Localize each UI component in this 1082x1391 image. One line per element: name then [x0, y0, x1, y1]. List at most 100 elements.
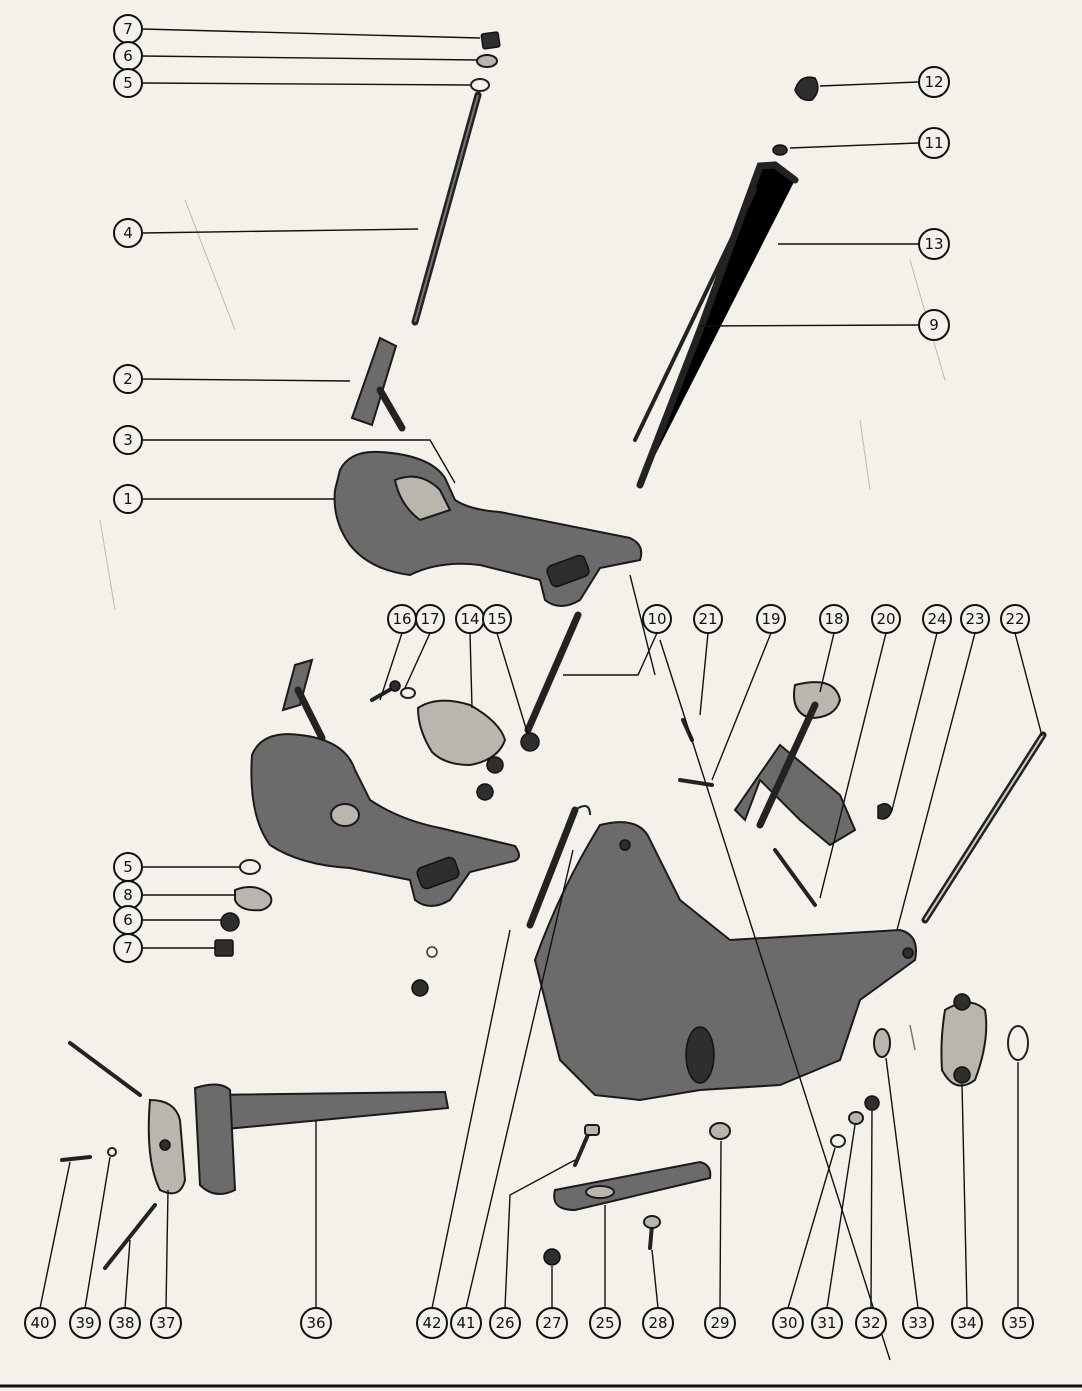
part-16-screw	[370, 680, 401, 702]
callout-13: 13	[918, 228, 950, 260]
part-6-washer-top	[476, 54, 498, 68]
svg-text:26: 26	[495, 1314, 514, 1332]
svg-text:21: 21	[698, 610, 717, 628]
svg-text:40: 40	[30, 1314, 49, 1332]
callout-19: 19	[756, 604, 786, 634]
callout-24: 24	[922, 604, 952, 634]
svg-text:15: 15	[487, 610, 506, 628]
callout-4: 4	[113, 218, 143, 248]
svg-text:7: 7	[123, 20, 133, 38]
callout-18: 18	[819, 604, 849, 634]
svg-text:37: 37	[156, 1314, 175, 1332]
part-34-clamp-ring	[940, 993, 988, 1087]
callout-12: 12	[918, 66, 950, 98]
part-13-tilt-lever	[636, 161, 799, 489]
part-lower-clamp-bracket	[250, 733, 520, 907]
svg-text:16: 16	[392, 610, 411, 628]
part-17-washer	[400, 687, 416, 699]
part-23-swivel-bracket	[533, 821, 917, 1102]
svg-text:18: 18	[824, 610, 843, 628]
part-29-washer	[709, 1122, 731, 1140]
svg-text:35: 35	[1008, 1314, 1027, 1332]
svg-text:28: 28	[648, 1314, 667, 1332]
svg-text:23: 23	[965, 610, 984, 628]
callout-28: 28	[642, 1307, 674, 1339]
svg-text:25: 25	[595, 1314, 614, 1332]
svg-text:1: 1	[123, 490, 133, 508]
callout-3: 3	[113, 425, 143, 455]
part-19-cotter-pin	[678, 778, 714, 787]
callout-10: 10	[642, 604, 672, 634]
svg-text:38: 38	[115, 1314, 134, 1332]
callout-6-lower: 6	[113, 905, 143, 935]
part-14-plate	[416, 699, 507, 767]
part-39-washer	[107, 1147, 117, 1157]
callout-9: 9	[918, 309, 950, 341]
callout-31: 31	[811, 1307, 843, 1339]
callout-21: 21	[693, 604, 723, 634]
part-12-clip	[794, 76, 819, 102]
svg-text:9: 9	[929, 316, 939, 334]
svg-text:41: 41	[456, 1314, 475, 1332]
callout-22: 22	[1000, 604, 1030, 634]
callout-7-lower: 7	[113, 933, 143, 963]
callout-5: 5	[113, 68, 143, 98]
callout-41: 41	[450, 1307, 482, 1339]
part-27-nut	[543, 1248, 561, 1266]
callout-26: 26	[489, 1307, 521, 1339]
callout-23: 23	[960, 604, 990, 634]
callout-17: 17	[415, 604, 445, 634]
part-35-o-ring	[1007, 1025, 1029, 1061]
callouts: 7 6 5 4 2 3 1 12 11 13 9 16 17 14 15 10 …	[24, 14, 1034, 1339]
svg-text:31: 31	[817, 1314, 836, 1332]
svg-text:34: 34	[957, 1314, 976, 1332]
part-10-pin	[524, 611, 582, 734]
callout-29: 29	[704, 1307, 736, 1339]
part-30-washer	[830, 1134, 846, 1148]
svg-text:32: 32	[861, 1314, 880, 1332]
part-9-rod	[633, 188, 757, 442]
callout-5-lower: 5	[113, 852, 143, 882]
svg-text:8: 8	[123, 886, 133, 904]
callout-42: 42	[416, 1307, 448, 1339]
svg-text:24: 24	[927, 610, 946, 628]
svg-text:22: 22	[1005, 610, 1024, 628]
part-40-pin	[60, 1155, 92, 1162]
callout-15: 15	[482, 604, 512, 634]
part-5-ring-top	[470, 78, 490, 92]
svg-text:39: 39	[75, 1314, 94, 1332]
part-small-nut	[411, 979, 429, 997]
part-36-tilt-tube	[193, 1083, 450, 1195]
part-8-plate	[234, 885, 273, 912]
part-20-pin	[773, 848, 817, 907]
callout-32: 32	[855, 1307, 887, 1339]
scan-artifacts	[0, 199, 1082, 1388]
svg-text:4: 4	[123, 224, 133, 242]
part-15-nut-a	[520, 732, 540, 752]
part-6-washer-lower	[220, 912, 240, 932]
callout-37: 37	[150, 1307, 182, 1339]
part-pin-loose	[281, 658, 326, 742]
svg-text:20: 20	[876, 610, 895, 628]
svg-text:17: 17	[420, 610, 439, 628]
part-15-nut-c	[476, 783, 494, 801]
callout-33: 33	[902, 1307, 934, 1339]
svg-text:10: 10	[647, 610, 666, 628]
svg-text:6: 6	[123, 47, 133, 65]
callout-36: 36	[300, 1307, 332, 1339]
callout-14: 14	[455, 604, 485, 634]
svg-text:7: 7	[123, 939, 133, 957]
svg-text:33: 33	[908, 1314, 927, 1332]
callout-7: 7	[113, 14, 143, 44]
callout-34: 34	[951, 1307, 983, 1339]
svg-text:5: 5	[123, 858, 133, 876]
callout-39: 39	[69, 1307, 101, 1339]
callout-30: 30	[772, 1307, 804, 1339]
svg-text:29: 29	[710, 1314, 729, 1332]
part-15-nut-b	[486, 756, 504, 774]
svg-text:19: 19	[761, 610, 780, 628]
callout-25: 25	[589, 1307, 621, 1339]
svg-text:11: 11	[924, 134, 943, 152]
callout-40: 40	[24, 1307, 56, 1339]
